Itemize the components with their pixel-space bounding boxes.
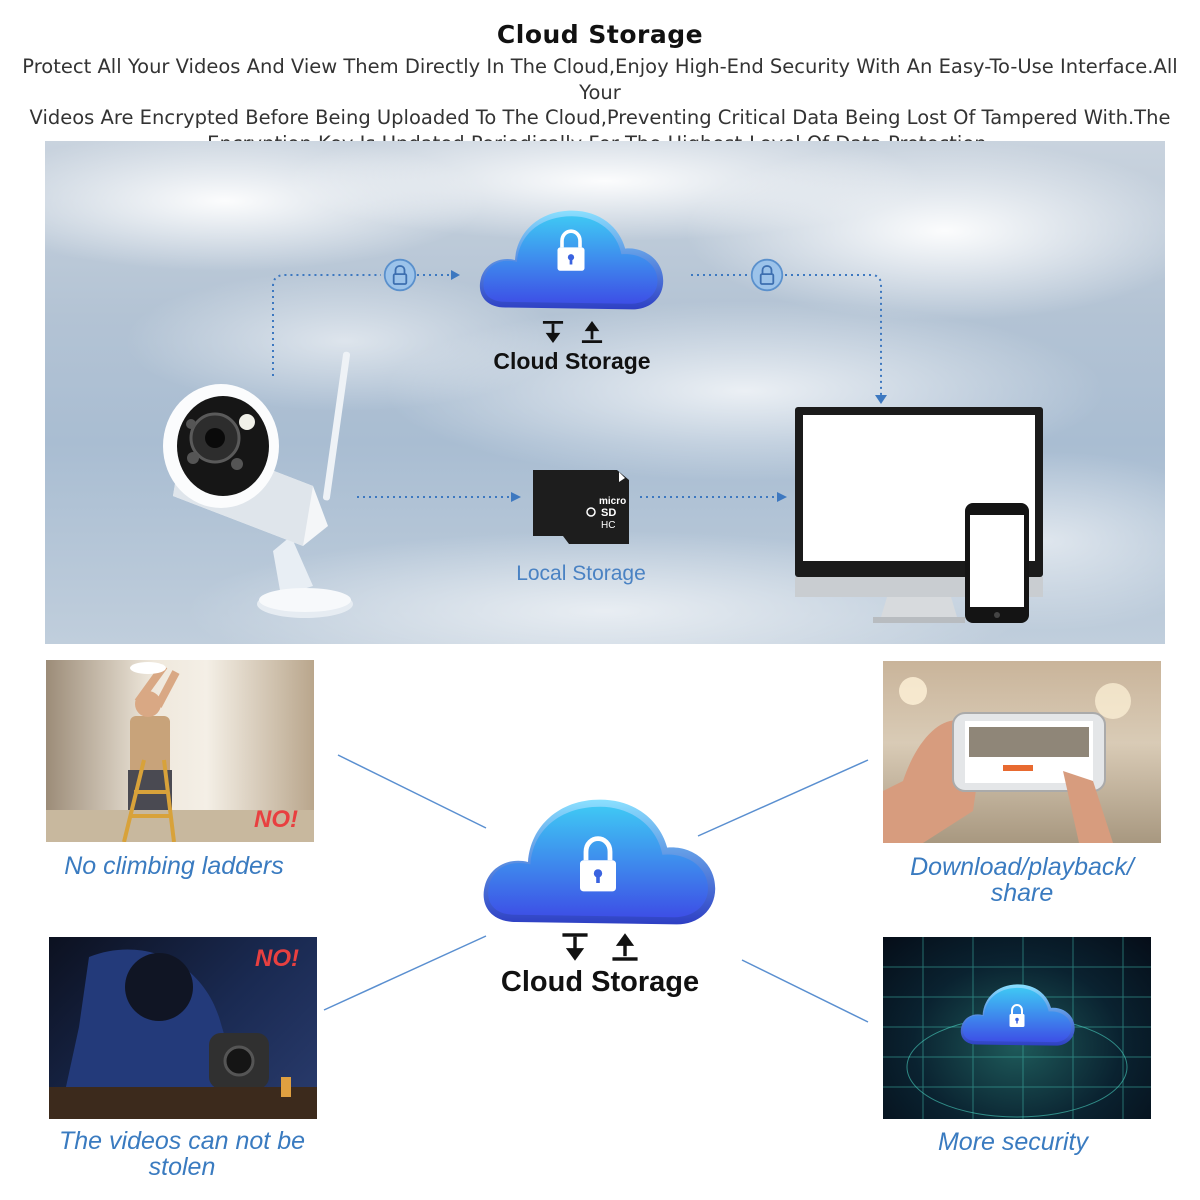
feature-label-line: stolen: [148, 1153, 216, 1181]
sd-brand: micro: [599, 496, 626, 507]
feature-label-not-stolen: The videos can not be stolen: [42, 1128, 322, 1180]
security-photo: [883, 937, 1151, 1119]
upload-icon: [611, 931, 639, 963]
no-badge: NO!: [254, 806, 298, 833]
lock-icon: [749, 257, 785, 293]
lock-icon: [574, 836, 622, 894]
thief-photo: NO!: [49, 937, 317, 1119]
download-icon: [561, 931, 589, 963]
page-title: Cloud Storage: [496, 20, 704, 49]
lock-icon: [553, 229, 589, 273]
no-badge: NO!: [255, 945, 299, 972]
local-storage-label: Local Storage: [516, 562, 646, 585]
feature-label-no-ladders: No climbing ladders: [40, 852, 308, 881]
flow-arrows: [451, 270, 887, 502]
sd-class: HC: [601, 520, 615, 531]
ladder-photo: NO!: [46, 660, 314, 842]
camera-icon: [163, 351, 353, 618]
playback-photo: [883, 661, 1161, 843]
cloud-storage-label: Cloud Storage: [493, 348, 651, 374]
center-cloud-label: Cloud Storage: [500, 966, 700, 998]
lock-icon: [1007, 1003, 1027, 1029]
flow-lines: [272, 274, 882, 498]
feature-label-line: share: [990, 879, 1054, 907]
lock-icon: [382, 257, 418, 293]
sd-type: SD: [601, 507, 616, 519]
feature-label-line: Download/playback/: [910, 853, 1134, 881]
hero-diagram: Cloud Storage micro SD HC Local Storage: [45, 141, 1165, 644]
download-icon: [542, 319, 564, 345]
feature-label-download: Download/playback/ share: [880, 854, 1164, 906]
feature-label-line: More security: [937, 1128, 1089, 1156]
description-line: Videos Are Encrypted Before Being Upload…: [29, 106, 1171, 129]
upload-icon: [581, 319, 603, 345]
sd-card-icon: micro SD HC: [533, 470, 629, 544]
feature-label-more-security: More security: [883, 1128, 1143, 1157]
connector-lines: [323, 754, 869, 1023]
phone-icon: [965, 503, 1029, 623]
description-line: Protect All Your Videos And View Them Di…: [22, 55, 1178, 104]
feature-label-line: The videos can not be: [59, 1127, 305, 1155]
feature-label-line: No climbing ladders: [64, 852, 284, 880]
